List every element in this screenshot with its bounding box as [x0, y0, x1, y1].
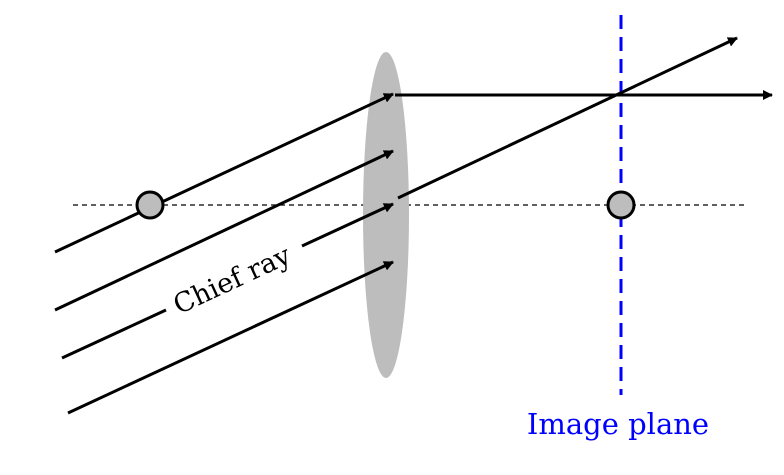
ray-2 [54, 149, 394, 312]
chief-ray-label: Chief ray [169, 240, 297, 321]
image-plane-label: Image plane [527, 407, 709, 441]
exit-ray-chief [397, 36, 738, 200]
lens [363, 52, 409, 378]
ray-4 [67, 260, 394, 415]
image-point [606, 190, 636, 220]
object-point [135, 190, 165, 220]
chief-ray-segment-1 [61, 308, 167, 360]
chief-ray-segment-2 [301, 202, 394, 248]
ray-1 [54, 92, 394, 254]
